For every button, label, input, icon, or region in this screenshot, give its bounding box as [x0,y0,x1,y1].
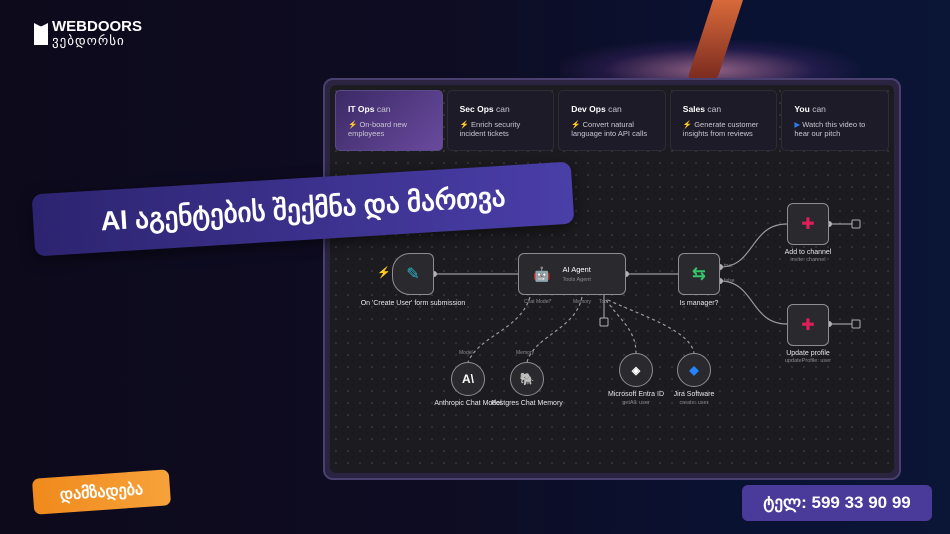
trigger-label: On 'Create User' form submission [360,300,466,307]
form-icon: ✎ [406,266,420,283]
card-you[interactable]: You can▶ Watch this video to hear our pi… [781,90,889,151]
logo-door-icon [34,23,48,45]
card-dev-ops[interactable]: Dev Ops can⚡ Convert natural language in… [558,90,666,151]
node-anthropic[interactable]: A\ [451,362,485,396]
card-sec-ops[interactable]: Sec Ops can⚡ Enrich security incident ti… [446,90,555,151]
bolt-icon: ⚡ [682,120,693,129]
jira-icon: ◆ [689,363,699,377]
entra-icon: ◈ [631,364,641,377]
phone-badge: ტელ: 599 33 90 99 [742,485,932,521]
bolt-icon: ⚡ [348,120,358,129]
jira-sub: create: user [679,400,709,406]
agent-label: AI Agent [562,265,591,274]
anthropic-label: Anthropic Chat Model [434,400,502,407]
port-memory: Memory [573,299,592,305]
logo: WEBDOORS ვებდორსი [34,18,142,48]
bolt-icon: ⚡ [459,120,469,129]
port-chat-model: Chat Model* [524,299,552,305]
video-icon: ▶ [794,120,801,129]
node-jira[interactable]: ◆ [677,353,711,387]
node-add-to-channel[interactable]: ✚ [787,203,829,245]
jira-label: Jira Software [673,391,715,398]
node-postgres[interactable]: 🐘 [510,362,544,396]
add-sub: invite: channel [790,257,826,263]
postgres-icon: 🐘 [519,372,535,386]
logo-text-ka: ვებდორსი [52,33,125,48]
agent-sub: Tools Agent [562,277,591,283]
if-true-label: true [724,263,733,269]
node-form-trigger[interactable]: ✎ [392,253,434,295]
if-false-label: false [724,278,735,284]
model-port-label: Model [459,350,473,356]
node-if[interactable]: ⇆ [678,253,720,295]
entra-sub: getAll: user [622,400,650,406]
add-label: Add to channel [784,249,832,256]
postgres-label: Postgres Chat Memory [491,400,563,407]
node-update-profile[interactable]: ✚ [787,304,829,346]
bolt-icon: ⚡ [571,120,581,129]
logo-text-en: WEBDOORS [52,18,142,35]
slack-icon: ✚ [801,216,815,233]
slack-icon: ✚ [801,317,815,334]
trigger-bolt-icon: ⚡ [377,267,391,279]
anthropic-icon: A\ [462,372,474,386]
card-it-ops[interactable]: IT Ops can⚡ On-board new employees [335,90,443,151]
robot-icon: 🤖 [533,265,551,282]
node-entra[interactable]: ◈ [619,353,653,387]
use-case-cards: IT Ops can⚡ On-board new employees Sec O… [335,90,889,151]
if-label: Is manager? [679,300,719,307]
update-label: Update profile [786,350,830,357]
memory-port-label: Memory [516,350,535,356]
port-tool: Tool [599,299,609,305]
entra-label: Microsoft Entra ID [607,391,664,398]
update-sub: updateProfile: user [784,358,832,364]
signpost-icon: ⇆ [692,266,706,283]
card-sales[interactable]: Sales can⚡ Generate customer insights fr… [669,90,778,151]
